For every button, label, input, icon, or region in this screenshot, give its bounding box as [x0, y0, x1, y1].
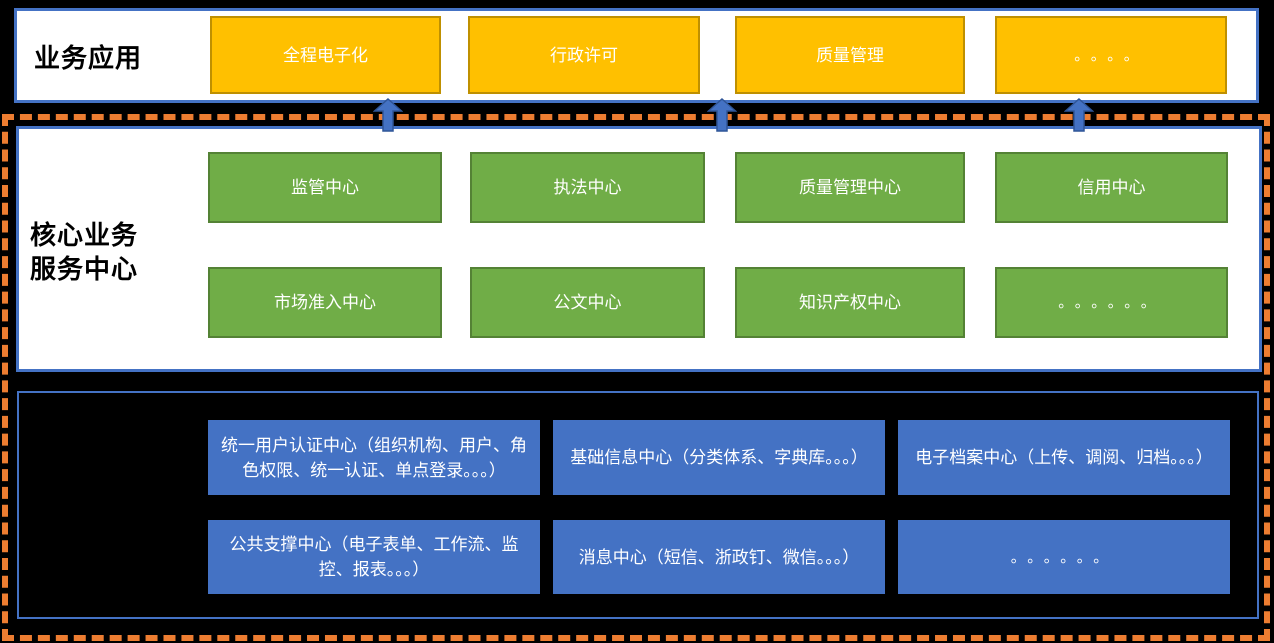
- core-box-gongwen: 公文中心: [470, 267, 705, 338]
- app-box-xingzheng: 行政许可: [468, 16, 700, 94]
- core-label-line1: 核心业务: [30, 220, 139, 250]
- core-box-xinyong: 信用中心: [995, 152, 1228, 223]
- platform-box-more: 。。。。。。: [898, 520, 1230, 594]
- core-box-more: 。。。。。。: [995, 267, 1228, 338]
- app-box-quancheng: 全程电子化: [210, 16, 441, 94]
- platform-box-dangan: 电子档案中心（上传、调阅、归档。。。）: [898, 420, 1230, 495]
- dashed-boundary: [2, 114, 1270, 641]
- core-label-line2: 服务中心: [30, 254, 139, 284]
- app-box-more: 。。。。: [995, 16, 1227, 94]
- core-box-jianguan: 监管中心: [208, 152, 442, 223]
- platform-box-jichuxinxi: 基础信息中心（分类体系、字典库。。。）: [553, 420, 885, 495]
- up-arrow-icon: [1064, 98, 1094, 132]
- platform-box-zhicheng: 公共支撑中心（电子表单、工作流、监控、报表。。。）: [208, 520, 540, 594]
- core-box-zhifa: 执法中心: [470, 152, 705, 223]
- business-app-section-label: 业务应用: [34, 43, 143, 73]
- core-service-section-label: 核心业务 服务中心: [30, 218, 138, 286]
- up-arrow-icon: [373, 98, 403, 132]
- core-box-zhiliangguanli: 质量管理中心: [735, 152, 965, 223]
- app-box-zhiliang: 质量管理: [735, 16, 965, 94]
- core-box-zhishichanquan: 知识产权中心: [735, 267, 965, 338]
- platform-box-renzheng: 统一用户认证中心（组织机构、用户、角色权限、统一认证、单点登录。。。）: [208, 420, 540, 495]
- platform-box-xiaoxi: 消息中心（短信、浙政钉、微信。。。）: [553, 520, 885, 594]
- up-arrow-icon: [707, 98, 737, 132]
- core-box-shichangzhunru: 市场准入中心: [208, 267, 442, 338]
